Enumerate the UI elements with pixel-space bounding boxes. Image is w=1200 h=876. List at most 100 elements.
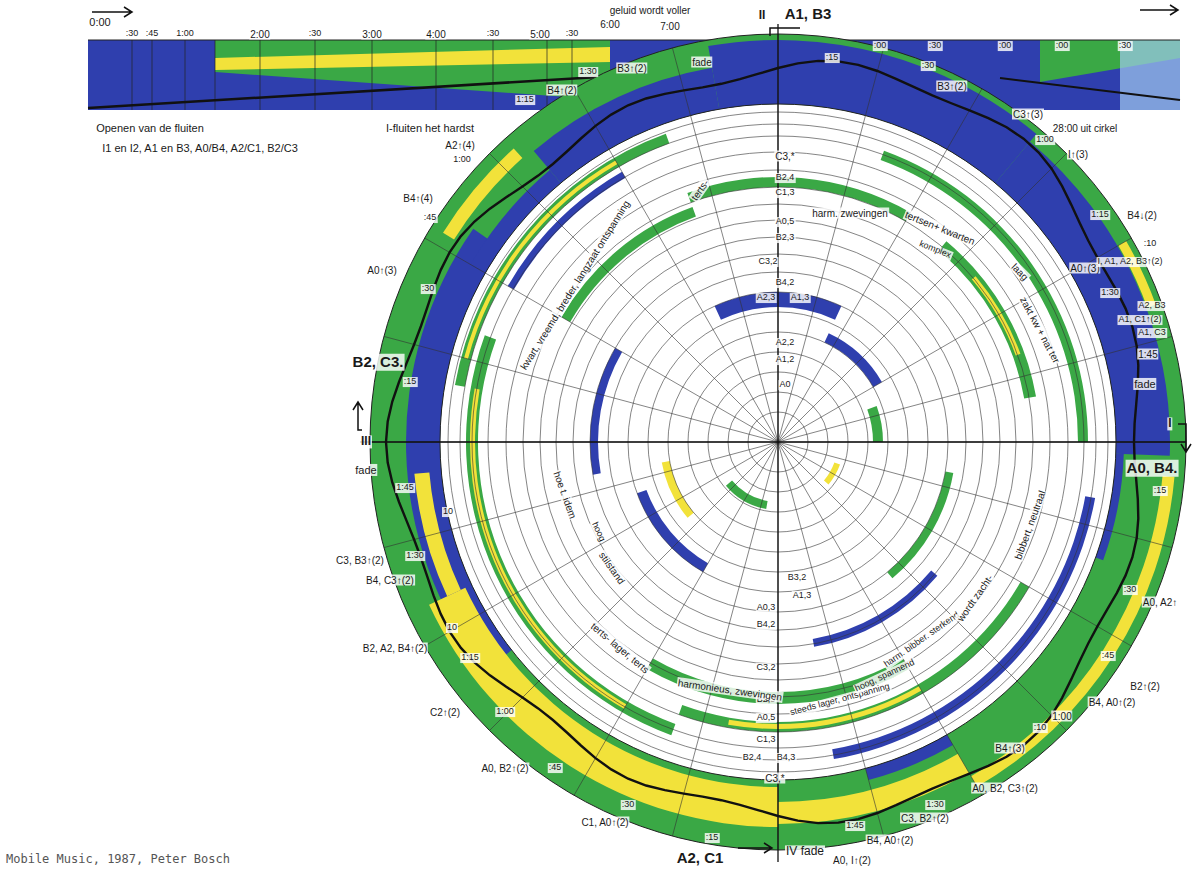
colour-band: [414, 473, 460, 597]
colour-band: [708, 40, 1036, 183]
score-label: Openen van de fluiten: [95, 122, 205, 134]
score-label: 1:15: [1090, 210, 1110, 220]
spoke: [778, 442, 884, 836]
score-label: harm. bibber. sterkend: [882, 610, 963, 671]
score-label: 10: [442, 507, 454, 517]
score-label: :30: [1123, 585, 1138, 595]
score-label: :30: [621, 800, 636, 810]
spoke: [672, 442, 778, 836]
score-label: 1:30: [925, 800, 945, 810]
score-label: B2, A2, B4↑(2): [362, 643, 428, 654]
colour-band: [534, 68, 720, 183]
score-label: C1,3: [774, 188, 795, 198]
score-label: B4,2: [775, 278, 796, 288]
score-label: 1:15: [515, 95, 535, 105]
score-label: A0,3: [756, 603, 777, 613]
score-label: B2,3: [775, 233, 796, 243]
score-label: B2,4: [775, 173, 796, 183]
colour-band: [939, 241, 1036, 398]
score-label: A0, B4.: [1126, 460, 1179, 477]
colour-band: [466, 335, 675, 735]
score-label: B2,4: [742, 753, 763, 763]
score-label: wordt zacht-: [954, 572, 995, 625]
score-label: A1,3: [790, 293, 811, 303]
spoke: [778, 89, 982, 442]
score-label: 1:30: [578, 67, 598, 77]
level-line: [88, 76, 615, 108]
score-label: 1:45: [395, 483, 415, 493]
score-label: :30: [125, 29, 140, 39]
score-label: :30: [565, 29, 580, 39]
score-label: A2↑(4): [444, 140, 475, 151]
score-label: III: [360, 435, 372, 448]
score-label: A0,5: [756, 713, 777, 723]
score-label: B4↑(4): [402, 193, 433, 204]
score-label: :10: [1143, 239, 1158, 249]
colour-band: [887, 472, 953, 579]
colour-band: [867, 406, 883, 442]
score-label: :00: [1055, 41, 1070, 51]
score-label: B2, C3.: [352, 354, 405, 371]
score-label: A1,3: [792, 591, 813, 601]
colour-band: [590, 348, 622, 475]
spoke: [384, 336, 778, 442]
score-label: A0, I↑(2): [832, 855, 872, 866]
score-label: I1 en I2, A1 en B3, A0/B4, A2/C1, B2/C3: [101, 142, 299, 154]
score-label: 1:15: [460, 653, 480, 663]
score-label: 10: [446, 623, 458, 633]
score-label: :00: [998, 41, 1013, 51]
score-label: 6:00: [599, 19, 620, 30]
score-label: 1:30: [1100, 288, 1120, 298]
score-label: harm. zwevingen: [811, 208, 889, 219]
score-label: 1:45: [845, 821, 865, 831]
score-label: B3,2: [787, 573, 808, 583]
score-label: A2,3: [756, 293, 777, 303]
score-label: B3↑(2): [616, 63, 647, 74]
score-label: A2, B3: [1137, 301, 1166, 311]
spoke: [425, 238, 778, 442]
score-label: B4, C3↑(2): [365, 575, 415, 586]
score-label: komplex: [917, 239, 954, 261]
colour-band: [1118, 241, 1155, 308]
score-label: A2,2: [775, 338, 796, 348]
score-label: A0,5: [775, 217, 796, 227]
score-label: :45: [423, 213, 438, 223]
score-label: geluid wordt voller: [609, 5, 692, 16]
score-label: C3,2: [755, 663, 776, 673]
bar-yellow: [215, 47, 610, 70]
score-label: C1,3: [755, 735, 776, 745]
score-label: :30: [421, 284, 436, 294]
score-label: fade: [1133, 378, 1156, 390]
spoke: [778, 154, 1066, 442]
score-label: :30: [928, 41, 943, 51]
spoke: [425, 442, 778, 646]
score-label: 0:00: [88, 16, 111, 28]
direction-arrows: [92, 5, 1191, 853]
score-label: A0, B2↑(2): [480, 763, 529, 774]
score-label: B4,2: [756, 620, 777, 630]
score-label: A1, C3: [1137, 328, 1167, 338]
score-label: 1:00: [452, 155, 472, 165]
score-label: C1, A0↑(2): [580, 817, 629, 828]
score-label: :15: [1153, 486, 1168, 496]
score-label: A0: [778, 380, 791, 390]
score-label: 1:30: [405, 551, 425, 561]
score-label: :30: [308, 29, 323, 39]
score-label: B4,3: [776, 753, 797, 763]
score-label: :10: [1033, 723, 1048, 733]
score-label: 1:00: [175, 29, 195, 39]
circle-score: [360, 24, 1186, 862]
bar-green: [215, 40, 610, 100]
score-label: laag: [1009, 261, 1032, 284]
level-line: [386, 61, 1138, 823]
score-label: B4, A0↑(2): [1088, 697, 1137, 708]
axis: [360, 441, 1186, 442]
score-label: B4, A0↑(2): [866, 835, 915, 846]
spoke: [778, 48, 884, 442]
score-label: :30: [486, 29, 501, 39]
score-label: I-fluiten het hardst: [385, 122, 475, 134]
score-label: harmonieus, zwevingen: [676, 677, 784, 703]
score-label: I: [1167, 417, 1172, 430]
score-label: terts- lager, terts: [588, 620, 652, 676]
